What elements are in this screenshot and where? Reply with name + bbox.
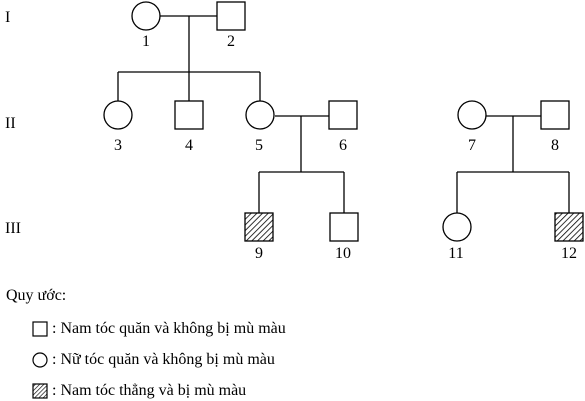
- individual-7-female: [457, 100, 487, 130]
- individual-number-9: 9: [255, 245, 263, 262]
- individual-5-female: [245, 100, 275, 130]
- individual-10-male: [329, 212, 359, 242]
- individual-number-4: 4: [185, 137, 193, 154]
- individual-8-male: [540, 100, 570, 130]
- individual-6-male: [328, 100, 358, 130]
- individual-number-1: 1: [142, 33, 150, 50]
- individual-12-male-affected: [554, 212, 584, 242]
- individual-4-male: [174, 100, 204, 130]
- generation-label-i: I: [5, 9, 10, 26]
- individual-number-5: 5: [255, 137, 263, 154]
- individual-number-7: 7: [468, 137, 476, 154]
- individual-number-11: 11: [448, 245, 463, 262]
- individual-11-female: [442, 212, 472, 242]
- individual-number-10: 10: [335, 245, 351, 262]
- individual-number-8: 8: [551, 137, 559, 154]
- individual-number-12: 12: [561, 245, 577, 262]
- individual-number-2: 2: [227, 33, 235, 50]
- individual-number-6: 6: [339, 137, 347, 154]
- pedigree-lines: [117, 15, 570, 213]
- generation-label-iii: III: [5, 220, 21, 237]
- individual-number-3: 3: [114, 137, 122, 154]
- generation-label-ii: II: [5, 115, 16, 132]
- individual-1-female: [131, 1, 161, 31]
- individual-9-male-affected: [244, 212, 274, 242]
- individual-2-male: [216, 1, 246, 31]
- individual-3-female: [103, 100, 133, 130]
